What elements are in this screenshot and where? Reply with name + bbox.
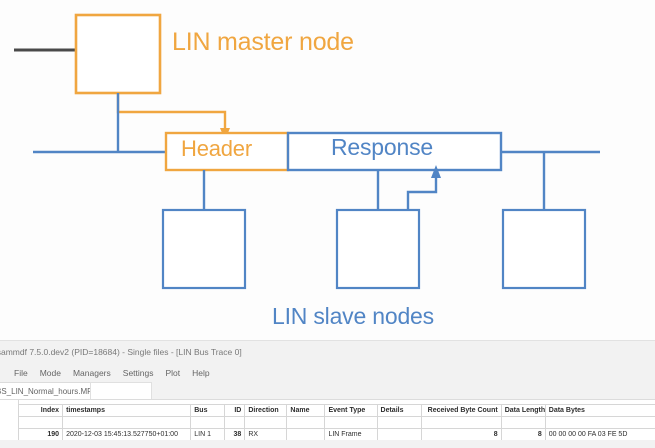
cell-timestamps: 2020-12-03 15:45:13.527750+01:00 <box>63 429 191 441</box>
header-box-label: Header <box>181 136 252 162</box>
window-title: asammdf 7.5.0.dev2 (PID=18684) - Single … <box>0 347 242 357</box>
cell-received_byte_count: 8 <box>421 429 501 441</box>
window-titlebar: asammdf 7.5.0.dev2 (PID=18684) - Single … <box>0 345 655 360</box>
menu-item-help[interactable]: Help <box>192 368 209 378</box>
menu-item-plot[interactable]: Plot <box>166 368 181 378</box>
lin-slave-node-3-box <box>503 210 585 288</box>
column-header-timestamps[interactable]: timestamps <box>63 405 191 417</box>
menu-item-file[interactable]: File <box>14 368 28 378</box>
menu-item-settings[interactable]: Settings <box>123 368 154 378</box>
slave-to-response-arrow <box>408 173 436 210</box>
cell-direction: RX <box>245 429 287 441</box>
column-header-details[interactable]: Details <box>377 405 421 417</box>
column-header-received_byte_count[interactable]: Received Byte Count <box>421 405 501 417</box>
cell-data_bytes: 00 00 00 00 FA 03 FE 5D <box>545 429 655 441</box>
menu-bar[interactable]: File Mode Managers Settings Plot Help <box>0 365 655 380</box>
column-header-data_length[interactable]: Data Length <box>501 405 545 417</box>
lin-slave-node-2-box <box>337 210 419 288</box>
cell-data_length: 8 <box>501 429 545 441</box>
column-header-index[interactable]: Index <box>19 405 63 417</box>
lin-slave-node-1-box <box>163 210 245 288</box>
asammdf-application-window: asammdf 7.5.0.dev2 (PID=18684) - Single … <box>0 340 655 448</box>
column-header-id[interactable]: ID <box>225 405 245 417</box>
menu-item-managers[interactable]: Managers <box>73 368 111 378</box>
cell-index: 190 <box>19 429 63 441</box>
column-header-event_type[interactable]: Event Type <box>325 405 377 417</box>
table-row-partial[interactable] <box>19 417 655 429</box>
master-to-header-arrow <box>118 93 225 132</box>
column-header-name[interactable]: Name <box>287 405 325 417</box>
lin-master-node-box <box>76 15 160 93</box>
cell-event_type: LIN Frame <box>325 429 377 441</box>
menu-item-mode[interactable]: Mode <box>40 368 61 378</box>
file-tab-strip[interactable]: BS_LIN_Normal_hours.MF4 × <box>0 381 655 400</box>
cell-name <box>287 429 325 441</box>
cell-details <box>377 429 421 441</box>
cell-bus: LIN 1 <box>191 429 225 441</box>
column-header-direction[interactable]: Direction <box>245 405 287 417</box>
lin-slave-nodes-label: LIN slave nodes <box>272 303 434 330</box>
response-box-label: Response <box>331 134 433 161</box>
lin-bus-diagram: LIN master node Header Response LIN slav… <box>0 0 655 340</box>
cell-id: 38 <box>225 429 245 441</box>
lin-master-node-label: LIN master node <box>172 28 354 57</box>
column-header-bus[interactable]: Bus <box>191 405 225 417</box>
column-header-data_bytes[interactable]: Data Bytes <box>545 405 655 417</box>
tab-strip-filler <box>90 382 152 399</box>
file-tab-label: BS_LIN_Normal_hours.MF4 <box>0 387 96 396</box>
